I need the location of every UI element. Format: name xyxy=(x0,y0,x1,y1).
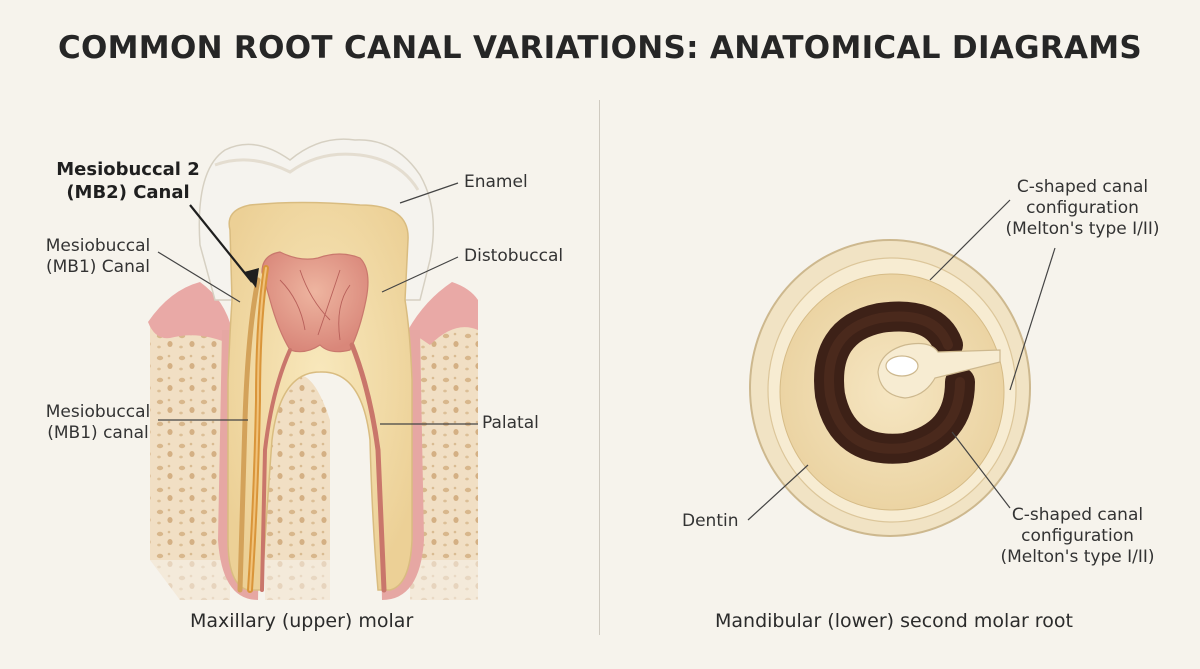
label-mb1-lower: Mesiobuccal (MB1) canal xyxy=(38,402,158,444)
label-enamel: Enamel xyxy=(464,172,528,192)
label-distobuccal: Distobuccal xyxy=(464,246,564,266)
panel-divider xyxy=(599,100,600,635)
label-c-bottom-line3: (Melton's type I/II) xyxy=(1000,547,1155,567)
alveolar-bone-right xyxy=(410,295,478,600)
label-mb1-upper: Mesiobuccal (MB1) Canal xyxy=(38,236,158,278)
label-palatal: Palatal xyxy=(482,413,539,433)
label-mb1-upper-line1: Mesiobuccal xyxy=(45,236,151,256)
molar-illustration xyxy=(140,138,490,610)
label-c-top-line2: configuration xyxy=(1026,198,1139,218)
label-mb2-line2: (MB2) Canal xyxy=(66,182,190,203)
label-c-top: C-shaped canal configuration (Melton's t… xyxy=(990,177,1175,240)
caption-right: Mandibular (lower) second molar root xyxy=(715,610,1073,632)
label-c-top-line3: (Melton's type I/II) xyxy=(1005,219,1160,239)
label-c-bottom: C-shaped canal configuration (Melton's t… xyxy=(985,505,1170,568)
alveolar-bone xyxy=(150,300,230,600)
label-c-top-line1: C-shaped canal xyxy=(1016,177,1149,197)
c-root-illustration xyxy=(747,199,1056,537)
c-shaped-canal xyxy=(814,301,975,464)
label-mb1-upper-line2: (MB1) Canal xyxy=(45,257,151,277)
label-mb1-lower-line2: (MB1) canal xyxy=(47,423,149,443)
label-c-bottom-line2: configuration xyxy=(1021,526,1134,546)
label-mb2: Mesiobuccal 2 (MB2) Canal xyxy=(48,158,208,204)
label-mb1-lower-line1: Mesiobuccal xyxy=(45,402,151,422)
mb1-canal xyxy=(237,277,261,593)
gum-left xyxy=(148,282,232,345)
label-mb2-line1: Mesiobuccal 2 xyxy=(56,159,200,180)
caption-left: Maxillary (upper) molar xyxy=(190,610,414,632)
label-dentin: Dentin xyxy=(682,511,739,531)
page-title: COMMON ROOT CANAL VARIATIONS: ANATOMICAL… xyxy=(57,30,1143,66)
palatal-canal xyxy=(349,342,387,593)
gum-right xyxy=(408,282,478,345)
label-c-bottom-line1: C-shaped canal xyxy=(1011,505,1144,525)
